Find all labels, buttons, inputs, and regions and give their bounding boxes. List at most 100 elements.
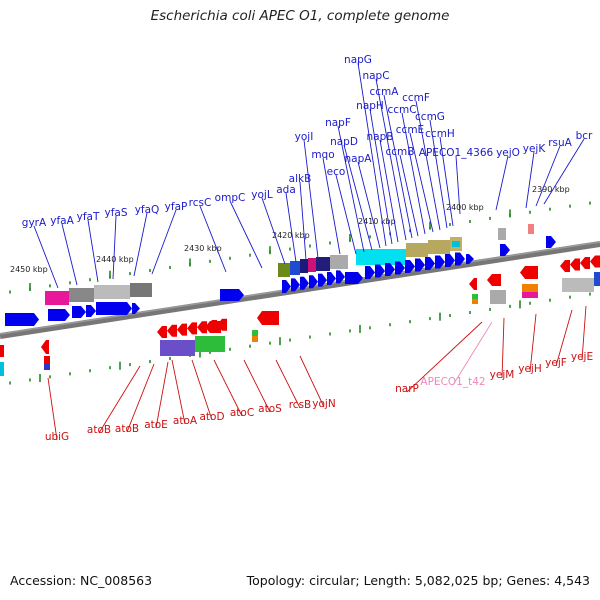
reverse-gene-arrow [157,326,167,338]
forward-gene-label: gyrA [22,217,47,229]
forward-gene-label: ompC [215,192,246,204]
forward-gene-arrow [96,302,132,315]
forward-gene-label: APECO1_4366 [419,147,494,159]
reverse-gene-arrow [197,321,207,334]
forward-gene-label: eco [327,166,346,178]
reverse-gene-arrow [177,323,187,336]
trna-gene-label: APECO1_t42 [420,376,485,388]
forward-gene-arrow [365,266,375,279]
forward-gene-label: rcsC [189,197,212,209]
reverse-gene-label: yejE [571,351,593,363]
forward-gene-arrow [445,254,455,267]
reverse-gene-label: atoS [258,403,282,415]
forward-gene-label: alkB [289,173,312,185]
forward-gene-arrow [282,280,291,293]
forward-gene-arrow [345,272,363,284]
forward-gene-label: yfaA [50,215,74,227]
reverse-gene-arrow [580,257,590,269]
feature-block [94,285,130,299]
leader-line [525,151,535,209]
forward-gene-arrow [546,236,556,248]
leader-line [61,223,78,286]
reverse-gene-label: yojN [312,398,335,410]
genome-stats-label: Topology: circular; Length: 5,082,025 bp… [246,573,590,588]
feature-block [195,336,225,352]
leader-line [369,108,393,245]
feature-block [252,336,258,342]
forward-gene-arrow [48,309,70,321]
feature-block [252,330,258,336]
feature-block [316,257,330,271]
leader-line [415,100,441,231]
leader-line [87,219,99,283]
reverse-gene-arrow [469,278,477,290]
kbp-scale-label: 2410 kbp [358,217,396,226]
reverse-gene-arrow [187,322,197,335]
feature-block [300,259,308,273]
forward-gene-label: napD [330,136,358,148]
reverse-gene-arrow [590,255,600,268]
reverse-gene-arrow [167,324,177,337]
forward-gene-arrow [5,313,39,326]
leader-line [357,161,381,249]
forward-gene-label: ccmF [402,92,430,104]
forward-gene-label: ada [276,184,296,196]
reverse-gene-arrow [205,321,221,333]
forward-gene-arrow [220,289,244,301]
forward-gene-arrow [466,254,474,264]
feature-block [452,241,460,247]
feature-block [45,291,69,305]
feature-block [562,278,594,292]
leader-line [229,200,263,269]
forward-gene-arrow [132,303,140,314]
feature-block [308,258,316,272]
kbp-scale-label: 2430 kbp [184,244,222,253]
leader-line [275,359,301,409]
leader-line [379,139,399,243]
leader-line [555,309,573,367]
leader-line [535,145,561,207]
kbp-scale-label: 2420 kbp [272,231,310,240]
forward-gene-label: napG [344,54,372,66]
leader-line [337,125,365,253]
leader-line [243,359,271,413]
forward-gene-label: napC [362,70,389,82]
forward-gene-label: yfaT [77,211,100,223]
reverse-gene-label: atoB [115,423,139,435]
leader-line [581,305,587,361]
leader-line [261,197,286,265]
reverse-gene-label: atoE [144,419,168,431]
feature-block [594,272,600,286]
reverse-gene-label: atoC [230,407,254,419]
reverse-gene-arrow [41,340,49,354]
feature-block [160,340,195,356]
feature-block [528,224,534,234]
forward-gene-arrow [291,278,300,292]
feature-block [44,356,50,364]
leader-line [133,212,148,277]
forward-gene-label: yejO [496,147,520,159]
forward-gene-arrow [86,305,96,317]
forward-gene-label: yojI [295,131,314,143]
map-title: Escherichia coli APEC O1, complete genom… [150,8,450,24]
forward-gene-label: ccmG [415,111,445,123]
reverse-gene-label: atoA [173,415,198,427]
reverse-gene-label: yejF [545,357,567,369]
forward-gene-arrow [455,252,465,266]
forward-gene-arrow [425,257,435,270]
forward-gene-label: ccmH [425,128,455,140]
forward-gene-label: bcr [576,130,593,142]
forward-gene-arrow [336,270,345,284]
leader-line [33,225,59,289]
reverse-gene-label: rcsB [289,399,312,411]
feature-block [428,240,450,254]
feature-block [44,364,50,370]
leader-line [529,313,537,373]
forward-gene-label: ccmE [396,124,424,136]
forward-gene-arrow [405,260,415,273]
feature-block [69,288,94,302]
leader-line [429,119,448,229]
leader-line [151,209,177,275]
kbp-scale-label: 2440 kbp [96,255,134,264]
forward-gene-label: yojL [251,189,273,201]
